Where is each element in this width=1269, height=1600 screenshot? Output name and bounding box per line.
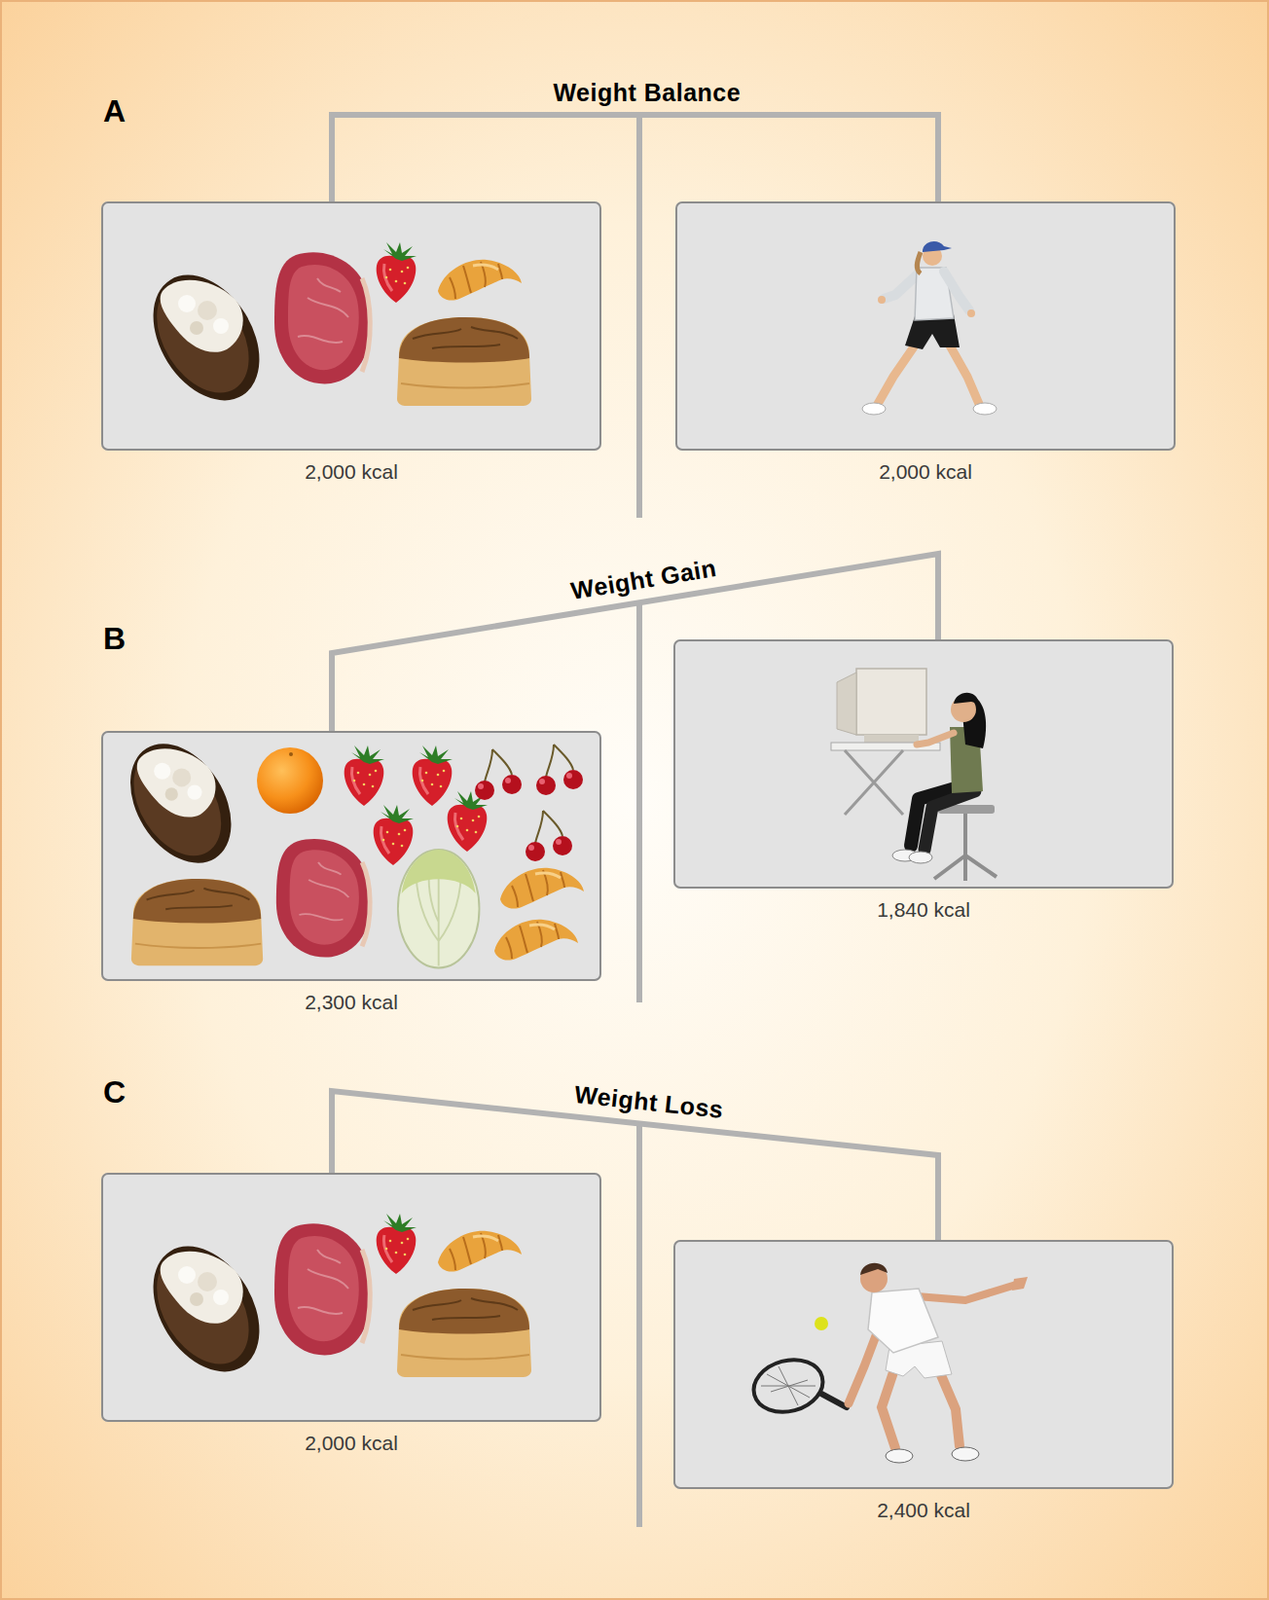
walking-woman: [862, 241, 997, 415]
cherries: [525, 810, 573, 862]
croissant: [437, 259, 522, 301]
kcal-caption: 2,000 kcal: [103, 460, 600, 484]
strawberry: [412, 745, 453, 806]
bread: [397, 317, 532, 406]
cherries: [536, 744, 583, 796]
kcal-caption: 2,400 kcal: [675, 1498, 1172, 1523]
croissant: [437, 1231, 522, 1272]
strawberry: [344, 745, 385, 806]
steak: [276, 838, 371, 958]
bread: [397, 1288, 532, 1378]
panel-letter: C: [103, 1074, 126, 1111]
food-activity-box: 2,000 kcal: [101, 201, 602, 451]
kcal-caption: 2,000 kcal: [677, 460, 1174, 484]
strawberry: [373, 804, 414, 866]
balance-beam: [331, 114, 939, 202]
food-activity-box: 1,840 kcal: [673, 639, 1174, 889]
croissant: [500, 868, 584, 909]
balance-beam: [331, 553, 939, 731]
food-group: [131, 1213, 532, 1391]
food-activity-box: 2,000 kcal: [675, 201, 1176, 451]
balance-post: [636, 114, 643, 1527]
food-group: [131, 242, 532, 420]
panel-letter: A: [103, 93, 126, 130]
steak: [274, 1223, 371, 1355]
orange: [256, 747, 324, 814]
tennis-player: [747, 1263, 1028, 1463]
potato: [131, 1227, 282, 1392]
potato: [131, 255, 282, 421]
kcal-caption: 2,000 kcal: [103, 1431, 600, 1455]
panel-letter: B: [103, 620, 126, 657]
cherries: [474, 749, 522, 800]
bread: [131, 878, 263, 966]
strawberry: [447, 791, 488, 852]
food-activity-box: 2,400 kcal: [673, 1239, 1174, 1489]
croissant: [494, 919, 579, 961]
food-activity-box: 2,300 kcal: [101, 730, 602, 981]
strawberry: [376, 242, 417, 303]
kcal-caption: 2,300 kcal: [103, 990, 600, 1015]
balance-title: Weight Balance: [552, 78, 741, 108]
food-group: [109, 725, 584, 968]
steak: [274, 252, 371, 384]
food-activity-box: 2,000 kcal: [101, 1172, 602, 1422]
potato: [109, 725, 253, 881]
cabbage: [398, 849, 480, 969]
balance-title: Weight Loss: [573, 1080, 726, 1124]
balance-title: Weight Gain: [568, 553, 719, 606]
kcal-caption: 1,840 kcal: [675, 898, 1172, 922]
girl-at-computer: [831, 668, 997, 881]
strawberry: [376, 1213, 417, 1274]
